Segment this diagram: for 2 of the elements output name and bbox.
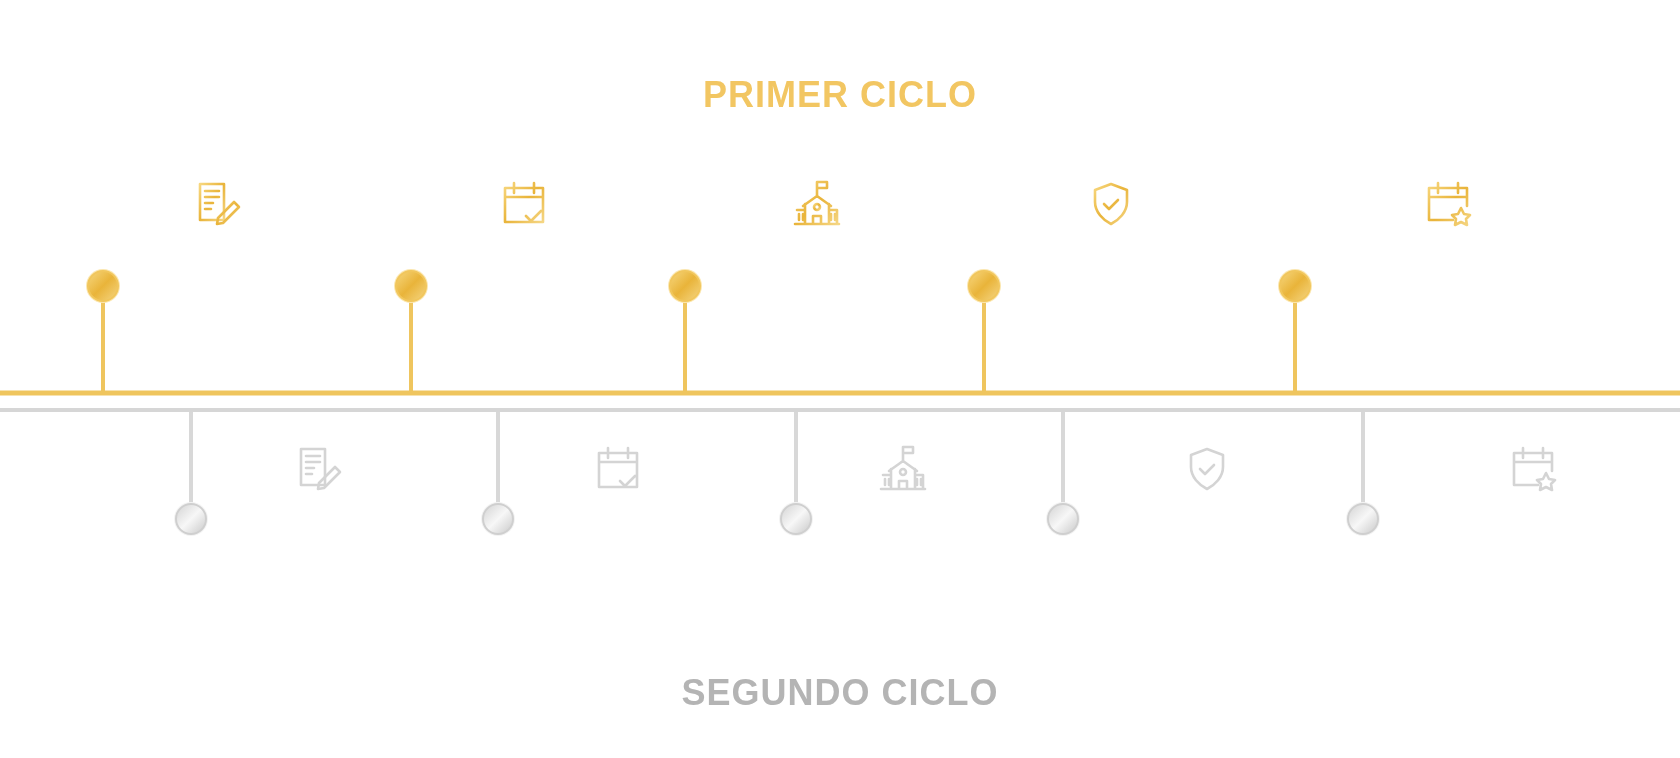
heading: PRIMER CICLO (703, 74, 977, 116)
heading: SEGUNDO CICLO (681, 672, 999, 714)
